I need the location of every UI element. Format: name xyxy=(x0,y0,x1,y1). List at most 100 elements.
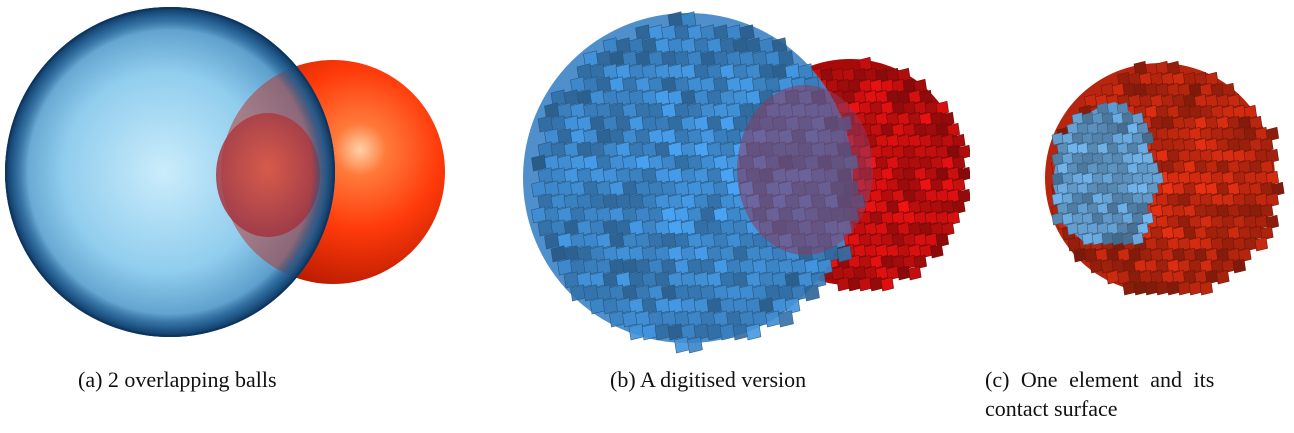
voxel xyxy=(880,276,894,292)
voxel xyxy=(797,63,814,81)
voxel xyxy=(1141,152,1154,166)
voxel xyxy=(1101,232,1114,246)
voxel xyxy=(674,336,690,354)
voxel xyxy=(1146,182,1159,196)
voxel xyxy=(957,144,970,160)
voxel xyxy=(1131,232,1144,246)
voxel xyxy=(1265,126,1279,142)
voxel xyxy=(1271,181,1285,197)
overlapping-balls-illustration xyxy=(5,7,445,337)
voxel xyxy=(941,221,955,237)
voxel xyxy=(935,100,949,116)
voxel xyxy=(897,265,911,281)
voxel xyxy=(680,11,697,29)
voxel xyxy=(1146,162,1159,176)
voxel xyxy=(778,50,794,68)
voxel xyxy=(745,323,762,341)
voxel xyxy=(531,206,547,224)
voxel xyxy=(1265,170,1279,186)
voxel xyxy=(1265,148,1279,164)
voxel xyxy=(1136,202,1149,216)
voxel xyxy=(537,115,554,133)
caption-b: (b) A digitised version xyxy=(610,365,806,394)
caption-c: (c) One element and its contact surface xyxy=(985,365,1279,423)
voxel xyxy=(1051,132,1064,146)
caption-c-label: (c) xyxy=(985,367,1010,392)
voxel xyxy=(804,284,820,302)
voxel xyxy=(847,276,861,292)
voxel xyxy=(544,232,560,250)
voxel xyxy=(919,89,933,105)
voxel xyxy=(739,24,755,42)
contact-surface-voxels xyxy=(1051,102,1164,246)
voxel xyxy=(836,245,853,263)
voxel xyxy=(1051,192,1064,206)
voxel xyxy=(817,258,833,276)
voxel xyxy=(1188,280,1202,296)
voxel xyxy=(589,297,606,315)
voxel xyxy=(1067,236,1081,252)
voxel xyxy=(641,323,658,341)
voxel xyxy=(1260,137,1274,153)
voxel xyxy=(1151,172,1164,186)
voxel xyxy=(897,67,911,83)
voxel xyxy=(952,155,966,171)
voxel xyxy=(858,56,872,72)
voxel xyxy=(1141,132,1154,146)
voxel xyxy=(654,323,671,341)
voxel xyxy=(869,276,883,292)
element-contact-illustration xyxy=(1045,60,1285,296)
voxel xyxy=(602,297,619,315)
voxel xyxy=(831,265,845,281)
voxel xyxy=(1221,82,1235,98)
voxel xyxy=(1133,280,1147,296)
voxel xyxy=(1106,269,1120,285)
caption-a-text: 2 overlapping balls xyxy=(107,367,277,392)
overlap-region xyxy=(737,85,873,255)
caption-a: (a) 2 overlapping balls xyxy=(78,365,277,394)
voxel xyxy=(836,276,850,292)
voxel xyxy=(1091,232,1104,246)
voxel xyxy=(952,177,966,193)
voxel xyxy=(952,133,966,149)
voxel xyxy=(537,219,554,237)
voxel xyxy=(1144,280,1158,296)
voxel xyxy=(1133,60,1147,76)
voxel xyxy=(1141,192,1154,206)
voxel xyxy=(1136,122,1149,136)
caption-b-label: (b) xyxy=(610,367,636,392)
voxel xyxy=(957,188,970,204)
voxel xyxy=(1238,247,1252,263)
voxel xyxy=(765,310,781,328)
voxel xyxy=(1265,192,1279,208)
voxel xyxy=(1131,112,1144,126)
voxel xyxy=(858,276,872,292)
voxel xyxy=(1051,172,1064,186)
voxel xyxy=(1232,258,1246,274)
voxel xyxy=(1051,212,1064,226)
voxel xyxy=(732,323,749,341)
voxel xyxy=(1260,203,1274,219)
voxel xyxy=(908,265,922,281)
voxel xyxy=(1084,247,1098,263)
voxel xyxy=(1089,258,1103,274)
panel-a: (a) 2 overlapping balls xyxy=(0,0,460,433)
voxel xyxy=(771,37,788,55)
voxel xyxy=(1073,247,1087,263)
voxel xyxy=(1096,102,1109,116)
voxel xyxy=(563,271,580,289)
voxel xyxy=(706,323,723,341)
voxel xyxy=(1166,60,1180,76)
voxel xyxy=(1081,232,1094,246)
voxel xyxy=(1254,236,1268,252)
caption-c-line2: contact surface xyxy=(985,396,1118,421)
panel-c: (c) One element and its contact surface xyxy=(985,0,1294,433)
voxel xyxy=(1227,93,1241,109)
voxel xyxy=(1122,280,1136,296)
voxel xyxy=(1051,152,1064,166)
voxel xyxy=(946,210,960,226)
digitised-balls-illustration xyxy=(523,11,970,354)
voxel xyxy=(1155,280,1169,296)
voxel xyxy=(1141,212,1154,226)
voxel xyxy=(1066,222,1079,236)
